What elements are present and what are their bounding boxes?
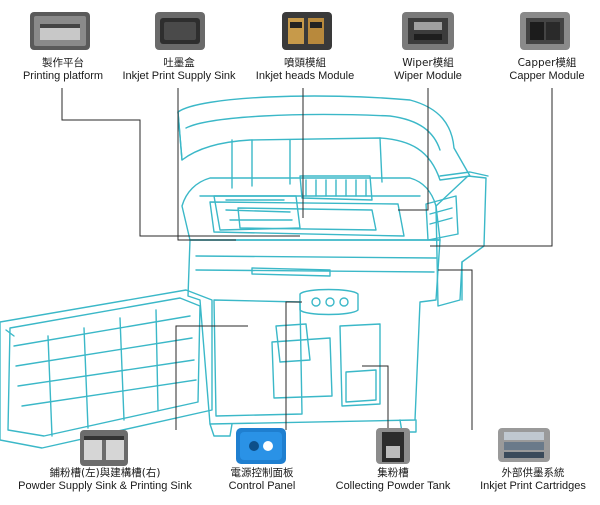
label-ink-supply-sink: 吐墨盒 Inkjet Print Supply Sink	[116, 57, 242, 83]
label-en: Collecting Powder Tank	[335, 480, 451, 492]
label-en: Wiper Module	[394, 70, 462, 82]
thumbnail-printing-platform	[30, 12, 90, 50]
label-zh: Wiper模組	[402, 57, 454, 69]
label-capper-module: Capper模組 Capper Module	[500, 57, 594, 83]
label-inkjet-heads: 噴頭模組 Inkjet heads Module	[250, 57, 360, 83]
label-zh: 集粉槽	[377, 467, 409, 479]
side-cabinet	[435, 175, 487, 307]
label-en: Inkjet Print Cartridges	[480, 480, 586, 492]
thumbnail-capper-module	[520, 12, 570, 50]
label-powder-tank: 集粉槽 Collecting Powder Tank	[330, 467, 456, 493]
label-zh: 電源控制面板	[230, 467, 294, 479]
leader-lines	[61, 88, 553, 430]
thumbnail-control-panel	[236, 428, 286, 464]
label-en: Inkjet heads Module	[255, 70, 355, 82]
leader-ink-cartridges	[438, 269, 473, 430]
thumbnail-ink-cartridges	[498, 428, 550, 462]
leader-printing-platform	[61, 88, 300, 237]
label-en: Powder Supply Sink & Printing Sink	[18, 480, 192, 492]
label-ink-cartridges: 外部供墨系統 Inkjet Print Cartridges	[470, 467, 596, 493]
label-en: Printing platform	[22, 70, 104, 82]
leader-control-panel	[285, 301, 302, 430]
label-en: Capper Module	[509, 70, 585, 82]
label-zh: 外部供墨系統	[501, 467, 565, 479]
label-control-panel: 電源控制面板 Control Panel	[214, 467, 310, 493]
thumbnail-inkjet-heads	[282, 12, 332, 50]
printer-machine-drawing	[0, 95, 489, 449]
label-zh: 鋪粉槽(左)與建構槽(右)	[49, 467, 161, 479]
inkjet-carriage	[213, 195, 301, 231]
label-zh: 製作平台	[42, 57, 84, 69]
thumbnail-wiper-module	[402, 12, 454, 50]
label-en: Inkjet Print Supply Sink	[122, 70, 236, 82]
leader-powder-tank	[362, 365, 389, 430]
leader-powder-sinks	[175, 325, 248, 430]
label-powder-sinks: 鋪粉槽(左)與建構槽(右) Powder Supply Sink & Print…	[6, 467, 204, 493]
front-door	[0, 289, 213, 449]
label-en: Control Panel	[228, 480, 296, 492]
thumbnail-ink-supply-sink	[155, 12, 205, 50]
machine-front	[187, 239, 441, 425]
leader-ink-supply-sink	[177, 88, 236, 241]
label-zh: Capper模組	[517, 57, 577, 69]
control-panel-outline	[299, 288, 359, 316]
label-printing-platform: 製作平台 Printing platform	[8, 57, 118, 83]
leader-wiper	[398, 88, 429, 211]
leader-capper	[430, 88, 553, 247]
label-zh: 吐墨盒	[163, 57, 195, 69]
thumbnail-powder-sinks	[80, 430, 128, 466]
machine-lid	[177, 95, 471, 181]
thumbnail-powder-tank	[376, 428, 410, 464]
label-wiper-module: Wiper模組 Wiper Module	[380, 57, 476, 83]
label-zh: 噴頭模組	[284, 57, 326, 69]
